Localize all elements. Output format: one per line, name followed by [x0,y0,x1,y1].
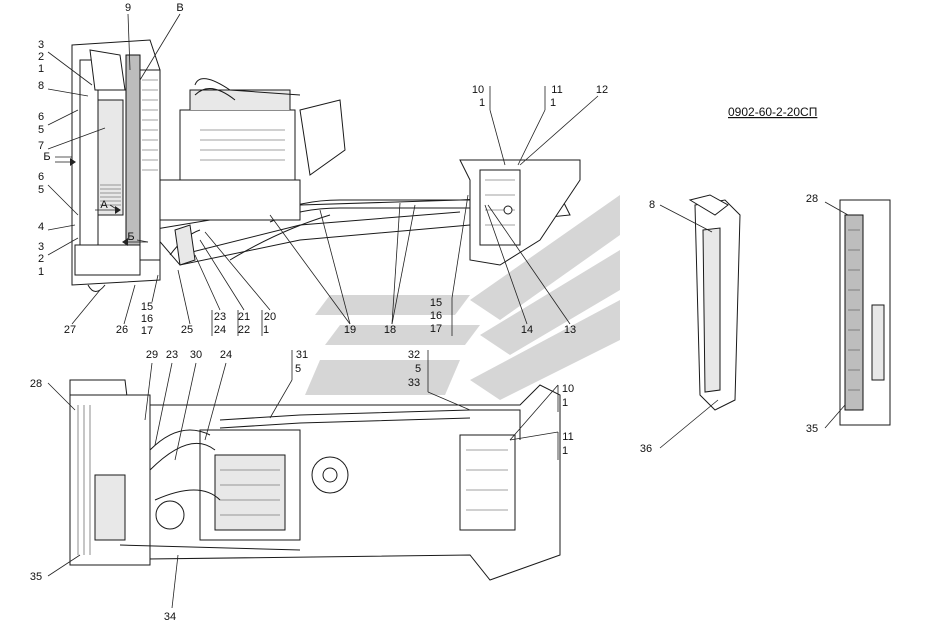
callout-label: 16 [141,313,153,325]
callout-label: 36 [640,443,652,455]
callout-label: 10 [472,84,484,96]
callout-label: 2 [38,253,44,265]
callout-label: 7 [38,140,44,152]
callout-label: 22 [238,324,250,336]
side-view-assembly [71,39,581,292]
callout-label: 6 [38,171,44,183]
callout-label: 33 [408,377,420,389]
callout-label: 24 [220,349,232,361]
callout-label: 31 [296,349,308,361]
callout-label: А [100,199,108,211]
callout-label: 15 [141,301,153,313]
callout-label: 25 [181,324,193,336]
view-arrows [55,158,148,246]
callout-label: 5 [38,184,44,196]
callout-label: 1 [263,324,269,336]
callout-label: 2 [38,51,44,63]
callout-label: Б [127,231,134,243]
callout-label: 1 [38,266,44,278]
drawing-code: 0902-60-2-20СП [728,105,817,119]
callout-label: 30 [190,349,202,361]
callout-label: 4 [38,221,44,233]
callout-label: 28 [30,378,42,390]
callout-label: 12 [596,84,608,96]
callout-label: 5 [38,124,44,136]
callout-label: 11 [551,84,562,96]
callout-label: 28 [806,193,818,205]
callout-label: Б [43,151,50,163]
callout-label: 21 [238,311,250,323]
callout-label: 3 [38,241,44,253]
radiator-front-view [839,199,891,426]
callout-label: 5 [295,363,301,375]
callout-label: 27 [64,324,76,336]
callout-label: 1 [562,445,568,457]
callout-label: 1 [38,63,44,75]
callout-label: 17 [141,325,153,337]
callout-label: 23 [166,349,178,361]
callout-label: 1 [550,97,556,109]
watermark-logo [305,195,620,400]
callout-label: 13 [564,324,576,336]
radiator-side-view [688,194,741,411]
callout-label: 10 [562,383,574,395]
plan-view-assembly [69,379,561,581]
callout-label: 8 [649,199,655,211]
leader-lines [47,13,849,609]
callout-label: 20 [264,311,276,323]
callout-label: 26 [116,324,128,336]
callout-label: 15 [430,297,442,309]
callout-label: 6 [38,111,44,123]
callout-label: 5 [415,363,421,375]
callout-label: 32 [408,349,420,361]
callout-label: 9 [125,2,131,14]
callout-label: 18 [384,324,396,336]
callout-label: 3 [38,39,44,51]
callout-label: 35 [30,571,42,583]
callout-label: 24 [214,324,226,336]
callout-label: В [176,2,183,14]
callout-label: 29 [146,349,158,361]
callout-label: 35 [806,423,818,435]
callout-label: 8 [38,80,44,92]
callout-label: 34 [164,611,176,623]
callout-label: 1 [479,97,485,109]
callout-label: 23 [214,311,226,323]
callout-label: 16 [430,310,442,322]
callout-label: 1 [562,397,568,409]
callout-label: 19 [344,324,356,336]
callout-label: 11 [562,431,573,443]
callout-label: 14 [521,324,533,336]
callout-label: 17 [430,323,442,335]
